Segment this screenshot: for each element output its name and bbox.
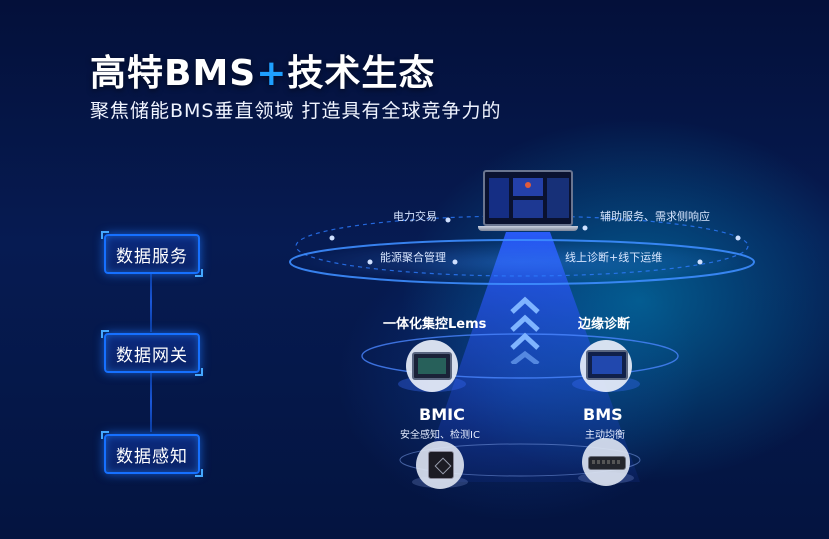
label-edge-diagnosis: 边缘诊断 [578,317,631,332]
label-online-diagnosis: 线上诊断+线下运维 [565,251,663,264]
service-ring-outer [295,215,749,277]
page-subtitle: 聚焦储能BMS垂直领域 打造具有全球竞争力的 [90,100,502,122]
diagnosis-terminal-icon [586,350,628,380]
ring-dot [367,259,373,265]
controller-device-icon [412,352,452,380]
page-title: 高特BMS+技术生态 [90,53,436,94]
stage-connector-bottom [150,372,152,432]
ring-dot [735,235,741,241]
label-bms-sub: 主动均衡 [585,430,625,441]
stage-data-gateway: 数据网关 [101,330,203,376]
stage-data-sensing: 数据感知 [101,431,203,477]
ring-dot [697,259,703,265]
bmic-chip-icon [428,451,454,479]
ring-dot [582,225,588,231]
laptop-base [478,226,578,231]
service-ring-inner [289,239,755,285]
label-ancillary-services: 辅助服务、需求侧响应 [600,210,710,223]
ring-dot [329,235,335,241]
label-power-trading: 电力交易 [393,210,437,223]
label-bmic: BMIC [419,405,465,424]
laptop-screen [483,170,573,226]
label-energy-aggregation: 能源聚合管理 [380,251,446,264]
stage-connector-top [150,272,152,332]
label-bmic-sub: 安全感知、检测IC [400,430,480,441]
gateway-ring [361,333,679,379]
upward-chevrons-icon [510,296,540,364]
ring-dot [452,259,458,265]
stage-data-service: 数据服务 [101,231,203,277]
bms-module-icon [588,456,626,470]
ring-dot [445,217,451,223]
title-plus: + [256,53,288,94]
laptop-dashboard-icon [478,170,578,232]
label-bms: BMS [583,405,623,424]
sensing-ring [399,443,641,477]
label-integrated-control: 一体化集控Lems [383,317,487,332]
